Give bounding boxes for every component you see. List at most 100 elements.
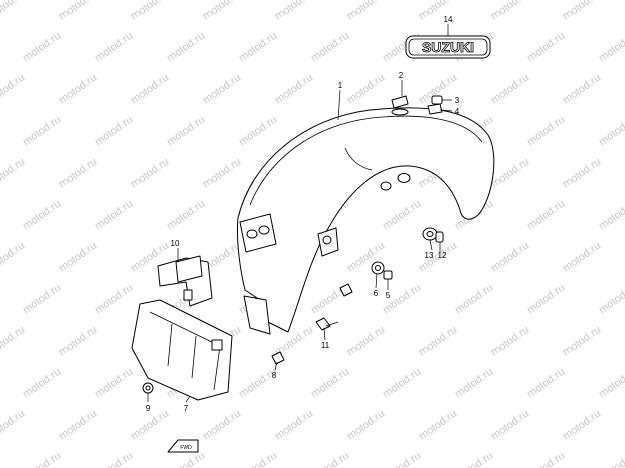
watermark-text: motod.ru bbox=[93, 450, 135, 468]
watermark-text: motod.ru bbox=[453, 282, 495, 317]
callout-8: 8 bbox=[272, 371, 277, 380]
watermark-text: motod.ru bbox=[21, 450, 63, 468]
watermark-text: motod.ru bbox=[201, 408, 243, 443]
watermark-text: motod.ru bbox=[309, 30, 351, 65]
callout-13: 13 bbox=[425, 251, 434, 260]
watermark-text: motod.ru bbox=[597, 114, 625, 149]
watermark-text: motod.ru bbox=[0, 408, 27, 443]
watermark-text: motod.ru bbox=[381, 366, 423, 401]
watermark-text: motod.ru bbox=[525, 450, 567, 468]
watermark-text: motod.ru bbox=[237, 114, 279, 149]
watermark-text: motod.ru bbox=[273, 72, 315, 107]
watermark-text: motod.ru bbox=[597, 30, 625, 65]
watermark-text: motod.ru bbox=[345, 324, 387, 359]
watermark-text: motod.ru bbox=[273, 0, 315, 22]
watermark-text: motod.ru bbox=[273, 408, 315, 443]
watermark-text: motod.ru bbox=[561, 156, 603, 191]
watermark-text: motod.ru bbox=[525, 30, 567, 65]
watermark-text: motod.ru bbox=[309, 366, 351, 401]
watermark-text: motod.ru bbox=[57, 324, 99, 359]
watermark-text: motod.ru bbox=[165, 30, 207, 65]
watermark-text: motod.ru bbox=[489, 72, 531, 107]
watermark-text: motod.ru bbox=[129, 72, 171, 107]
nut-5 bbox=[383, 270, 393, 280]
callout-12: 12 bbox=[438, 251, 447, 260]
watermark-text: motod.ru bbox=[93, 30, 135, 65]
watermark-text: motod.ru bbox=[93, 198, 135, 233]
watermark-text: motod.ru bbox=[525, 198, 567, 233]
watermark-text: motod.ru bbox=[345, 408, 387, 443]
watermark-text: motod.ru bbox=[129, 0, 171, 22]
watermark-text: motod.ru bbox=[561, 324, 603, 359]
callout-6: 6 bbox=[374, 289, 379, 298]
watermark-text: motod.ru bbox=[417, 324, 459, 359]
watermark-text: motod.ru bbox=[21, 114, 63, 149]
watermark-text: motod.ru bbox=[561, 240, 603, 275]
watermark-text: motod.ru bbox=[57, 0, 99, 22]
callout-11: 11 bbox=[321, 341, 330, 350]
leader-lines bbox=[147, 24, 453, 403]
watermark-text: motod.ru bbox=[561, 72, 603, 107]
callout-3: 3 bbox=[455, 96, 460, 105]
watermark-text: motod.ru bbox=[561, 0, 603, 22]
watermark-text: motod.ru bbox=[0, 72, 27, 107]
watermark-text: motod.ru bbox=[201, 72, 243, 107]
watermark-text: motod.ru bbox=[597, 198, 625, 233]
callout-14: 14 bbox=[444, 15, 453, 24]
watermark-text: motod.ru bbox=[561, 408, 603, 443]
watermark-text: motod.ru bbox=[165, 198, 207, 233]
watermark-text: motod.ru bbox=[201, 0, 243, 22]
watermark-text: motod.ru bbox=[489, 0, 531, 22]
lower-guard-7 bbox=[131, 299, 233, 401]
fender-mount-hole bbox=[380, 173, 411, 191]
callout-10: 10 bbox=[171, 239, 180, 248]
rear-fender bbox=[237, 107, 495, 335]
cushion-13 bbox=[422, 227, 438, 241]
grommet-6 bbox=[371, 261, 385, 275]
watermark-text: motod.ru bbox=[489, 408, 531, 443]
watermark-text: motod.ru bbox=[93, 282, 135, 317]
watermark-text: motod.ru bbox=[21, 198, 63, 233]
callout-2: 2 bbox=[399, 71, 404, 80]
watermark-text: motod.ru bbox=[57, 72, 99, 107]
watermark-text: motod.ru bbox=[237, 30, 279, 65]
watermark-text: motod.ru bbox=[597, 282, 625, 317]
callout-9: 9 bbox=[146, 404, 151, 413]
callout-labels: 1 2 3 4 5 6 7 8 9 10 11 12 13 14 bbox=[146, 15, 460, 413]
collar-12 bbox=[435, 231, 444, 243]
emblem-text: SUZUKI bbox=[422, 39, 474, 55]
watermark-text: motod.ru bbox=[0, 156, 27, 191]
callout-5: 5 bbox=[386, 291, 391, 300]
watermark-text: motod.ru bbox=[525, 366, 567, 401]
watermark-text: motod.ru bbox=[525, 282, 567, 317]
watermark-text: motod.ru bbox=[381, 450, 423, 468]
watermark-text: motod.ru bbox=[57, 408, 99, 443]
watermark-text: motod.ru bbox=[165, 114, 207, 149]
watermark-text: motod.ru bbox=[0, 324, 27, 359]
watermark-text: motod.ru bbox=[525, 114, 567, 149]
watermark-text: motod.ru bbox=[417, 408, 459, 443]
watermark-text: motod.ru bbox=[381, 198, 423, 233]
callout-4: 4 bbox=[455, 107, 460, 116]
watermark-text: motod.ru bbox=[93, 366, 135, 401]
callout-1: 1 bbox=[338, 81, 343, 90]
grommet-2 bbox=[391, 95, 409, 116]
watermark-text: motod.ru bbox=[93, 114, 135, 149]
callout-7: 7 bbox=[184, 404, 189, 413]
watermark-text: motod.ru bbox=[345, 72, 387, 107]
cushion-3-4 bbox=[427, 95, 443, 115]
suzuki-emblem-14: SUZUKI bbox=[405, 35, 491, 59]
watermark-text: motod.ru bbox=[201, 156, 243, 191]
watermark-text: motod.ru bbox=[489, 240, 531, 275]
watermark-text: motod.ru bbox=[345, 0, 387, 22]
watermark-text: motod.ru bbox=[21, 30, 63, 65]
bracket-10 bbox=[157, 255, 213, 307]
forward-direction-arrow: FWD bbox=[167, 439, 199, 453]
watermark-text: motod.ru bbox=[489, 156, 531, 191]
direction-label: FWD bbox=[180, 445, 192, 451]
watermark-text: motod.ru bbox=[237, 450, 279, 468]
nut-9 bbox=[142, 382, 154, 394]
watermark-text: motod.ru bbox=[489, 324, 531, 359]
watermark-text: motod.ru bbox=[0, 240, 27, 275]
